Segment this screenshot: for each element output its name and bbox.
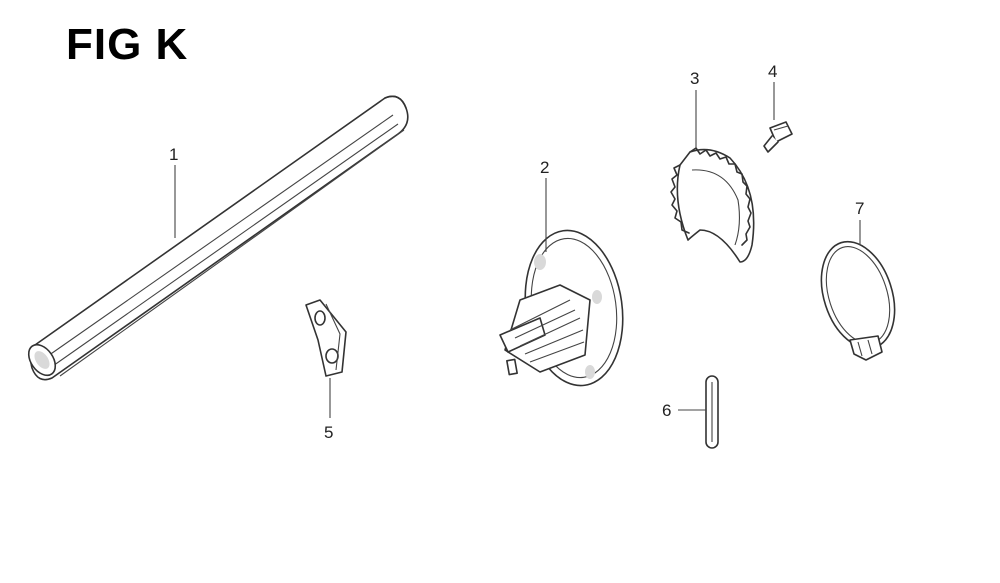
callout-5: 5 (324, 423, 333, 442)
figure-title: FIG K (66, 20, 189, 69)
callout-6: 6 (662, 401, 671, 420)
part-7-clamp-ring (820, 240, 896, 361)
callout-3: 3 (690, 69, 699, 88)
part-3-toothed-plate (670, 147, 755, 263)
part-5-bracket (305, 299, 347, 377)
part-2-hub (499, 229, 624, 387)
callout-1: 1 (169, 145, 178, 164)
callout-4: 4 (768, 62, 777, 81)
part-6-pin (705, 375, 719, 449)
part-1-shaft (27, 95, 409, 381)
part-4-bolt (763, 121, 793, 153)
callout-7: 7 (855, 199, 864, 218)
callout-2: 2 (540, 158, 549, 177)
